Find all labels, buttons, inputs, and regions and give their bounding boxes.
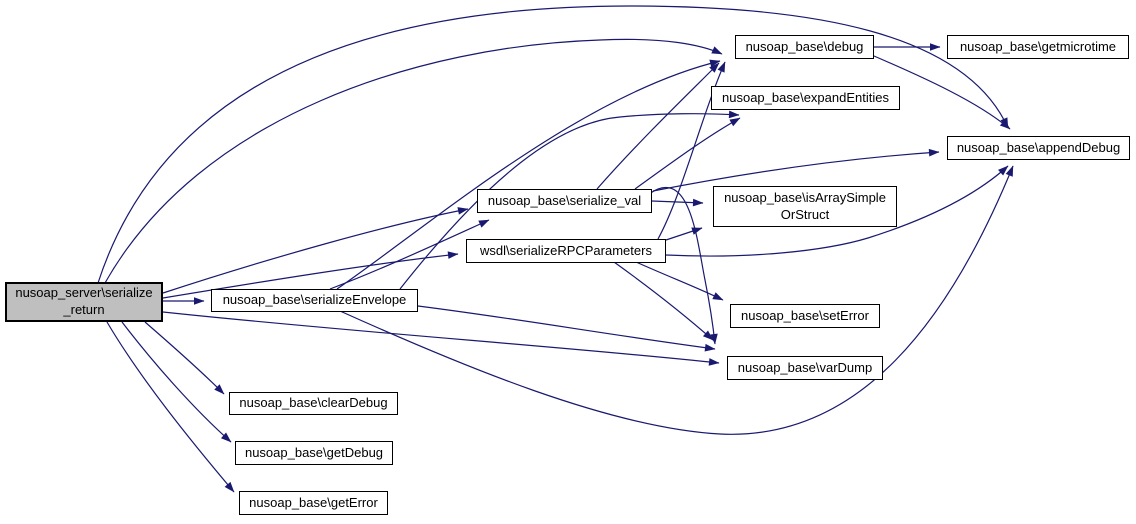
node-label: nusoap_server\serialize xyxy=(15,285,153,301)
node-getmicrotime[interactable]: nusoap_base\getmicrotime xyxy=(947,35,1129,59)
node-set-error[interactable]: nusoap_base\setError xyxy=(730,304,880,328)
node-label: nusoap_base\isArraySimple xyxy=(724,189,886,205)
node-label: _return xyxy=(63,302,105,317)
node-serialize-return[interactable]: nusoap_server\serialize _return xyxy=(5,282,163,322)
node-label: nusoap_base\serializeEnvelope xyxy=(222,292,407,308)
edge-serialize_return-to-getDebug xyxy=(121,321,232,443)
edge-debug-to-appendDebug xyxy=(873,55,1011,130)
edge-serializeRPCParameters-to-setError xyxy=(635,261,724,301)
node-label: nusoap_base\setError xyxy=(741,307,869,323)
node-label: nusoap_base\serialize_val xyxy=(487,192,642,208)
node-var-dump[interactable]: nusoap_base\varDump xyxy=(727,356,883,380)
node-label: nusoap_base\varDump xyxy=(737,359,873,375)
edge-serializeEnvelope-to-varDump xyxy=(417,305,716,352)
edge-serializeEnvelope-to-debug xyxy=(336,59,721,290)
edge-serialize_return-to-serializeRPCParameters xyxy=(162,251,459,299)
node-serialize-rpc-parameters[interactable]: wsdl\serializeRPCParameters xyxy=(466,239,666,263)
edge-serializeEnvelope-to-serialize_val xyxy=(329,219,490,290)
node-append-debug[interactable]: nusoap_base\appendDebug xyxy=(947,136,1130,160)
node-serialize-envelope[interactable]: nusoap_base\serializeEnvelope xyxy=(211,289,418,312)
node-label: nusoap_base\debug xyxy=(745,38,864,54)
node-label: wsdl\serializeRPCParameters xyxy=(480,242,652,258)
node-expand-entities[interactable]: nusoap_base\expandEntities xyxy=(711,86,900,110)
node-serialize-val[interactable]: nusoap_base\serialize_val xyxy=(477,189,652,213)
node-label: nusoap_base\getDebug xyxy=(244,444,384,460)
edge-serialize_val-to-debug xyxy=(596,62,720,190)
edge-serialize_return-to-debug xyxy=(104,38,723,284)
edge-serialize_val-to-expandEntities xyxy=(634,117,741,190)
node-clear-debug[interactable]: nusoap_base\clearDebug xyxy=(229,392,398,415)
node-debug[interactable]: nusoap_base\debug xyxy=(735,35,874,59)
edge-serialize_return-to-getError xyxy=(106,321,235,493)
node-label: nusoap_base\clearDebug xyxy=(239,395,388,411)
node-label: OrStruct xyxy=(780,206,830,222)
edge-serialize_return-to-appendDebug xyxy=(97,5,1009,284)
edge-serializeRPCParameters-to-appendDebug xyxy=(665,165,1009,257)
node-label: nusoap_base\appendDebug xyxy=(956,139,1121,155)
edge-serialize_return-to-clearDebug xyxy=(144,321,225,395)
edge-serialize_val-to-varDump xyxy=(648,186,718,345)
node-get-debug[interactable]: nusoap_base\getDebug xyxy=(235,441,393,465)
edge-serializeEnvelope-to-appendDebug xyxy=(339,165,1014,435)
edge-serialize_return-to-varDump xyxy=(162,311,720,366)
node-get-error[interactable]: nusoap_base\getError xyxy=(239,491,388,515)
node-is-array-simple-or-struct[interactable]: nusoap_base\isArraySimple OrStruct xyxy=(713,186,897,227)
edge-serialize_return-to-serialize_val xyxy=(162,207,469,294)
edge-serialize_val-to-isArraySimpleOrStruct xyxy=(651,198,704,207)
node-label: nusoap_base\getError xyxy=(249,494,378,510)
node-label: nusoap_base\expandEntities xyxy=(722,89,889,105)
edge-serializeEnvelope-to-expandEntities xyxy=(399,110,740,290)
edge-serializeRPCParameters-to-debug xyxy=(657,61,726,240)
edge-serializeRPCParameters-to-isArraySimpleOrStruct xyxy=(665,227,703,241)
node-label: nusoap_base\getmicrotime xyxy=(959,38,1117,54)
edge-serialize_val-to-appendDebug xyxy=(652,148,940,192)
edge-serializeRPCParameters-to-varDump xyxy=(613,261,714,341)
